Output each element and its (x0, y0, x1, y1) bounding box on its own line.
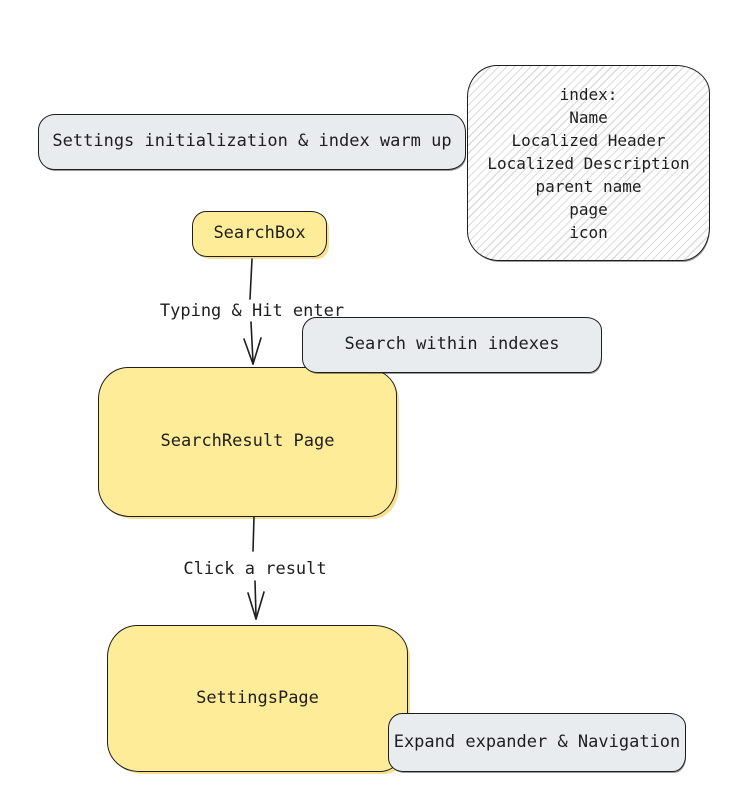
node-label: SearchBox (213, 223, 306, 244)
node-label: Settings initialization & index warm up (52, 131, 452, 152)
node-expand-expander-navigation: Expand expander & Navigation (388, 713, 686, 772)
index-note-line: Name (569, 107, 608, 127)
node-label: Expand expander & Navigation (393, 731, 681, 752)
index-note-line: index: (559, 84, 618, 104)
index-note-line: icon (569, 222, 608, 242)
node-index-note: index: Name Localized Header Localized D… (467, 65, 710, 261)
node-settings-initialization: Settings initialization & index warm up (38, 114, 466, 170)
index-note-line: page (569, 199, 608, 219)
index-note-line: Localized Header (511, 130, 666, 150)
edge-label-typing-hit-enter: Typing & Hit enter (140, 301, 364, 321)
node-search-box: SearchBox (192, 211, 327, 257)
node-label: SettingsPage (196, 687, 319, 708)
index-note-line: parent name (535, 176, 642, 196)
node-label: Search within indexes (344, 334, 560, 355)
node-search-within-indexes: Search within indexes (302, 317, 602, 373)
edge-label-click-a-result: Click a result (143, 559, 367, 579)
index-note-line: Localized Description (487, 153, 690, 173)
node-search-result-page: SearchResult Page (98, 367, 397, 517)
node-label: SearchResult Page (160, 431, 335, 452)
node-settings-page: SettingsPage (107, 625, 408, 772)
